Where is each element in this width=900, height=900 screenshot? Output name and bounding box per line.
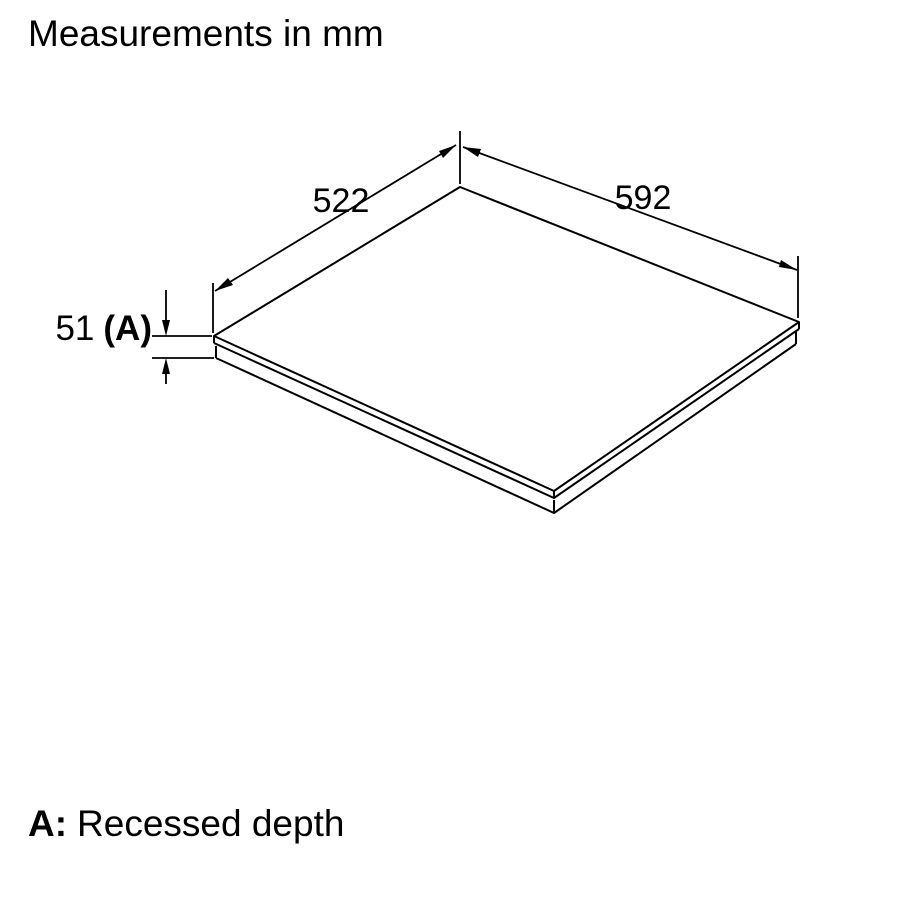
arrowhead-recess-down: [162, 320, 170, 336]
legend-key: A:: [28, 803, 68, 844]
page-title: Measurements in mm: [28, 13, 384, 54]
arrowhead-522-left: [215, 278, 233, 291]
dimension-lines: [152, 131, 799, 384]
hob-drawing: [213, 186, 800, 514]
dimension-label-depth: 522: [312, 182, 370, 220]
legend-text: Recessed depth: [77, 803, 345, 844]
hob-top-surface: [213, 186, 800, 492]
arrowheads: [162, 145, 797, 374]
legend-recessed-depth: A:Recessed depth: [28, 802, 344, 846]
arrowhead-recess-up: [162, 358, 170, 374]
arrowhead-592-left: [463, 147, 481, 157]
arrowhead-522-right: [439, 145, 456, 158]
arrowhead-592-right: [779, 260, 797, 270]
dimension-label-width: 592: [614, 179, 672, 217]
dimension-line-width-592: [462, 146, 798, 271]
dimension-line-depth-522: [214, 144, 457, 292]
recess-value: 51: [55, 309, 95, 348]
dimension-label-recessed-depth: 51(A): [55, 309, 152, 349]
recess-reference-letter: (A): [103, 309, 152, 348]
